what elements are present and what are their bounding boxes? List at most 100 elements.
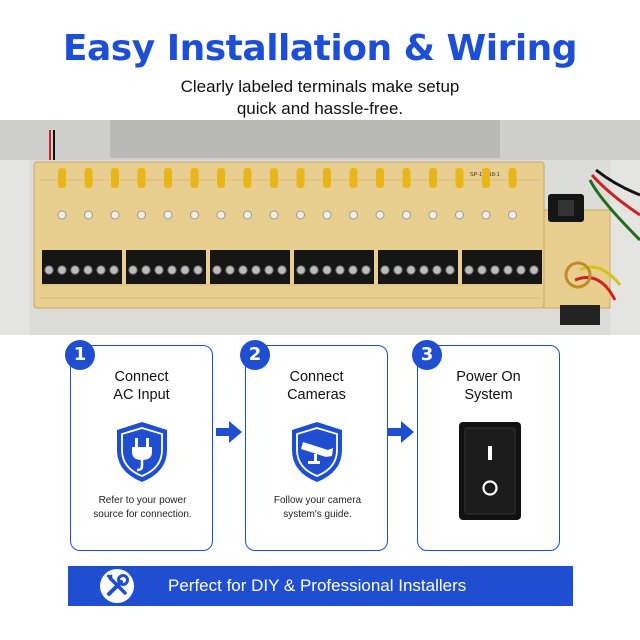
terminal-block bbox=[42, 250, 122, 284]
terminal-screw bbox=[109, 265, 119, 275]
fuse bbox=[296, 168, 305, 188]
step-number-badge: 1 bbox=[65, 340, 95, 370]
terminal-screw bbox=[57, 265, 67, 275]
step-number-badge: 3 bbox=[412, 340, 442, 370]
terminal-screw bbox=[309, 265, 319, 275]
terminal-screw bbox=[264, 265, 274, 275]
led bbox=[428, 210, 438, 220]
led bbox=[455, 210, 464, 220]
terminal-block bbox=[378, 250, 458, 284]
terminal-screw bbox=[361, 265, 371, 275]
rocker-switch-icon bbox=[459, 422, 521, 520]
page-title: Easy Installation & Wiring bbox=[62, 28, 578, 69]
terminal-screw bbox=[419, 265, 429, 275]
arrow-right-icon bbox=[216, 421, 242, 443]
step-card-2: 2 Connect Cameras Follow your camera sys… bbox=[240, 340, 388, 551]
terminal-screw bbox=[322, 265, 332, 275]
fuse bbox=[58, 168, 66, 188]
terminal-screw bbox=[154, 265, 164, 275]
led bbox=[216, 210, 226, 220]
led bbox=[190, 210, 199, 220]
fuse bbox=[402, 168, 411, 188]
terminal-screw bbox=[335, 265, 345, 275]
step-card-3: 3 Power On System bbox=[412, 340, 560, 551]
fuse bbox=[164, 168, 172, 188]
led bbox=[322, 210, 332, 220]
terminal-screw bbox=[193, 265, 203, 275]
fuse bbox=[270, 168, 278, 188]
fuse bbox=[376, 168, 384, 188]
led bbox=[57, 210, 67, 220]
step-number-badge: 2 bbox=[240, 340, 270, 370]
subtitle-line-1: Clearly labeled terminals make setup bbox=[180, 77, 460, 96]
fuse bbox=[323, 168, 331, 188]
fuse bbox=[190, 168, 199, 188]
led bbox=[402, 210, 411, 220]
terminal-screw bbox=[212, 265, 222, 275]
terminal-screw bbox=[516, 265, 526, 275]
terminal-screw bbox=[432, 265, 442, 275]
led bbox=[84, 210, 93, 220]
terminal-screw bbox=[83, 265, 93, 275]
terminal-screw bbox=[464, 265, 474, 275]
tools-icon bbox=[100, 569, 134, 603]
fuse bbox=[349, 168, 358, 188]
terminal-screw bbox=[348, 265, 358, 275]
led bbox=[349, 210, 358, 220]
terminal-screw bbox=[180, 265, 190, 275]
terminal-block bbox=[294, 250, 374, 284]
terminal-screw bbox=[238, 265, 248, 275]
fuse bbox=[508, 168, 517, 188]
terminal-screw bbox=[167, 265, 177, 275]
fuse bbox=[137, 168, 146, 188]
terminal-screw bbox=[96, 265, 106, 275]
terminal-block-row bbox=[42, 250, 542, 284]
terminal-block bbox=[210, 250, 290, 284]
fuse bbox=[111, 168, 119, 188]
bottom-banner: Perfect for DIY & Professional Installer… bbox=[68, 566, 573, 606]
terminal-screw bbox=[393, 265, 403, 275]
step-title: Connect Cameras bbox=[287, 369, 346, 403]
terminal-screw bbox=[44, 265, 54, 275]
steps-section: 1 Connect AC Input Refer to your power s… bbox=[0, 340, 640, 553]
terminal-screw bbox=[380, 265, 390, 275]
terminal-screw bbox=[477, 265, 487, 275]
step-description: Refer to your power source for connectio… bbox=[93, 495, 192, 520]
terminal-block bbox=[462, 250, 542, 284]
fuse bbox=[429, 168, 437, 188]
led bbox=[163, 210, 173, 220]
fuse bbox=[243, 168, 252, 188]
step-card-1: 1 Connect AC Input Refer to your power s… bbox=[65, 340, 213, 551]
led bbox=[508, 210, 517, 220]
terminal-board-photo: SP-1F018-1 bbox=[0, 120, 640, 335]
terminal-screw bbox=[490, 265, 500, 275]
terminal-block bbox=[126, 250, 206, 284]
fuse bbox=[84, 168, 93, 188]
terminal-screw bbox=[128, 265, 138, 275]
terminal-screw bbox=[445, 265, 455, 275]
fuse bbox=[455, 168, 464, 188]
terminal-screw bbox=[406, 265, 416, 275]
subtitle-line-2: quick and hassle-free. bbox=[236, 99, 404, 118]
step-description: Follow your camera system's guide. bbox=[273, 495, 362, 520]
led bbox=[296, 210, 305, 220]
terminal-screw bbox=[225, 265, 235, 275]
led bbox=[110, 210, 120, 220]
terminal-screw bbox=[251, 265, 261, 275]
terminal-screw bbox=[277, 265, 287, 275]
camera-shield-icon bbox=[292, 422, 342, 482]
terminal-screw bbox=[70, 265, 80, 275]
banner-text: Perfect for DIY & Professional Installer… bbox=[168, 576, 467, 595]
arrow-right-icon bbox=[388, 421, 414, 443]
led bbox=[375, 210, 385, 220]
plug-shield-icon bbox=[117, 422, 167, 482]
step-title: Connect AC Input bbox=[113, 369, 170, 403]
step-title: Power On System bbox=[456, 369, 521, 403]
terminal-screw bbox=[141, 265, 151, 275]
led bbox=[243, 210, 252, 220]
fuse bbox=[217, 168, 225, 188]
page-subtitle: Clearly labeled terminals make setup qui… bbox=[0, 76, 640, 120]
terminal-screw bbox=[503, 265, 513, 275]
terminal-screw bbox=[296, 265, 306, 275]
led bbox=[481, 210, 491, 220]
